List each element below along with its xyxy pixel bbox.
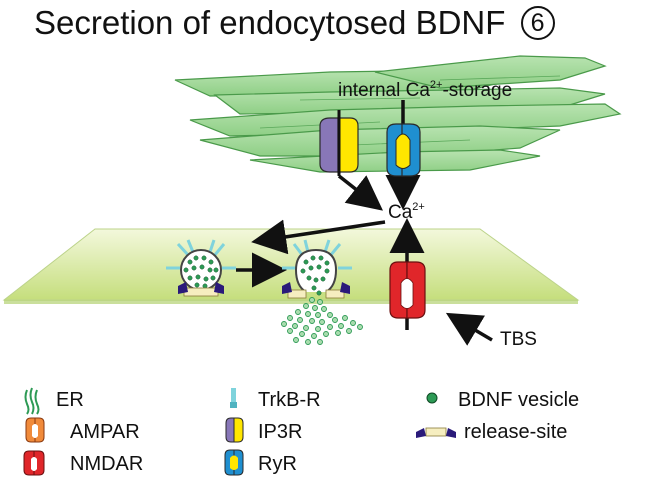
legend-label-nmdar: NMDAR <box>70 453 144 475</box>
internal-storage-label: internal Ca2+-storage <box>338 79 512 101</box>
trkb-receptor-icon <box>230 388 237 408</box>
calcium-label: Ca2+ <box>388 201 425 223</box>
title-text: Secretion of endocytosed BDNF <box>34 4 506 41</box>
ip3r-release-arrow <box>337 174 383 211</box>
fusing-vesicle <box>282 239 352 299</box>
plasma-membrane <box>2 228 580 304</box>
nmdar-channel <box>389 261 426 319</box>
legend <box>23 387 456 476</box>
page-title: Secretion of endocytosed BDNF 6 <box>34 4 555 42</box>
release-site-icon <box>416 427 456 438</box>
tbs-label: TBS <box>500 329 537 350</box>
legend-label-ampar: AMPAR <box>70 421 140 443</box>
legend-label-er: ER <box>56 389 84 411</box>
legend-label-ryr: RyR <box>258 453 297 475</box>
legend-label-ip3r: IP3R <box>258 421 303 443</box>
calcium-to-vesicle-arrow <box>251 219 386 255</box>
bdnf-vesicle-icon <box>426 392 438 404</box>
tbs-arrow <box>445 312 493 346</box>
ip3r-channel <box>319 110 359 176</box>
ampar-icon <box>25 417 45 443</box>
released-bdnf-cloud <box>281 297 363 345</box>
docked-vesicle <box>166 239 236 297</box>
ryr-icon <box>224 449 244 476</box>
ip3r-icon <box>225 417 244 443</box>
legend-label-bdnf: BDNF vesicle <box>458 389 580 411</box>
step-number-badge: 6 <box>520 6 555 40</box>
er-icon <box>24 387 40 415</box>
ryr-channel <box>386 123 421 177</box>
nmdar-icon <box>23 450 45 476</box>
legend-label-trkb: TrkB-R <box>258 389 321 411</box>
legend-label-release-site: release-site <box>464 421 568 443</box>
